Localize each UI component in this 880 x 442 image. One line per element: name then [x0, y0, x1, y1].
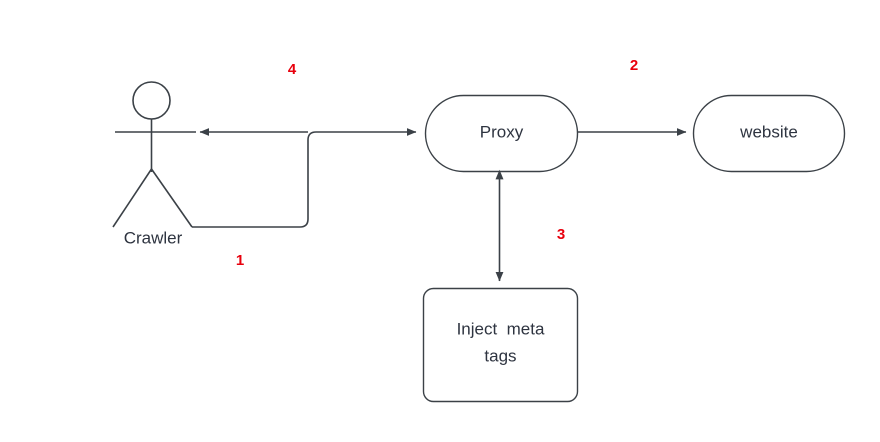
step-label-3: 3: [557, 226, 565, 243]
step-label-2: 2: [630, 57, 638, 74]
inject-meta-tags-shape: [422, 287, 579, 403]
crawler-left-leg-icon: [112, 168, 153, 228]
crawler-label: Crawler: [124, 228, 183, 247]
inject-meta-tags-label-line2: tags: [484, 346, 516, 365]
edge-crawler-to-proxy[interactable]: [192, 128, 417, 228]
inject-meta-tags-label-line1: Inject meta: [457, 319, 545, 338]
node-proxy[interactable]: Proxy: [424, 94, 579, 173]
node-website[interactable]: website: [692, 94, 846, 173]
step-label-1: 1: [236, 252, 244, 269]
node-crawler[interactable]: Crawler: [112, 81, 196, 247]
proxy-label: Proxy: [480, 122, 524, 141]
step-label-4: 4: [288, 61, 297, 78]
website-shape: [692, 94, 846, 173]
website-label: website: [739, 122, 798, 141]
crawler-head-icon: [132, 81, 171, 120]
node-inject-meta-tags[interactable]: Inject meta tags: [422, 287, 579, 403]
crawler-right-leg-icon: [150, 168, 193, 228]
